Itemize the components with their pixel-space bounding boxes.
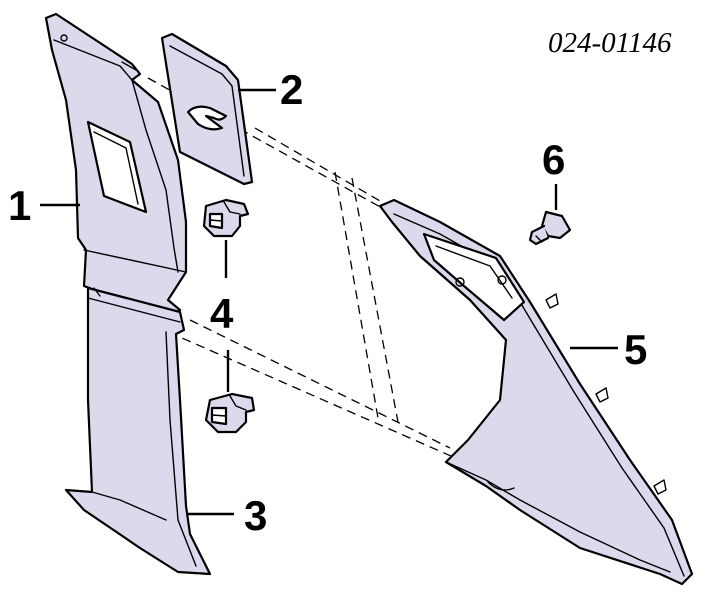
callout-3: 3	[244, 492, 267, 539]
callout-2: 2	[280, 66, 303, 113]
leader-lines	[40, 88, 618, 516]
part-2-upper-panel	[160, 32, 254, 186]
part-6-screw	[528, 210, 572, 246]
callout-6: 6	[542, 136, 565, 183]
callout-4: 4	[210, 290, 234, 337]
part-code: 024-01146	[548, 27, 672, 59]
part-5-quarter-trim	[378, 198, 694, 586]
callout-1: 1	[8, 182, 31, 229]
callout-5: 5	[624, 326, 647, 373]
part-3-lower-pillar-trim	[64, 286, 212, 576]
part-4-lower-clip	[204, 392, 256, 434]
part-1-upper-pillar-trim	[44, 12, 188, 320]
part-4-upper-clip	[202, 198, 250, 238]
